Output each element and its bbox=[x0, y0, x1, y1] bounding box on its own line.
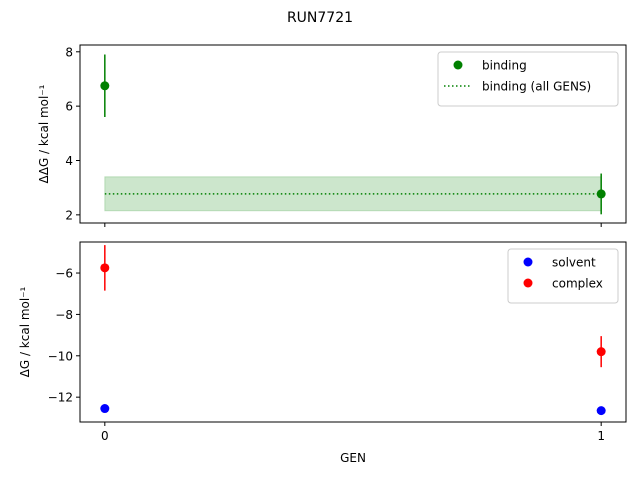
legend-marker bbox=[523, 257, 533, 267]
y-tick-label: 6 bbox=[65, 100, 73, 114]
legend-box bbox=[507, 248, 619, 304]
y-tick-label: −8 bbox=[55, 308, 73, 322]
data-point bbox=[596, 189, 606, 199]
y-tick-label: −10 bbox=[48, 349, 73, 363]
legend-box bbox=[437, 51, 619, 107]
data-point bbox=[596, 406, 606, 416]
data-point bbox=[100, 404, 110, 414]
data-point bbox=[596, 347, 606, 357]
data-point bbox=[100, 263, 110, 273]
axes-frame bbox=[79, 241, 627, 423]
x-tick-label: 1 bbox=[597, 429, 605, 443]
legend-marker bbox=[523, 278, 533, 288]
legend-label: solvent bbox=[552, 256, 596, 270]
legend: binding binding (all GENS) bbox=[437, 51, 619, 107]
y-tick-label: 8 bbox=[65, 45, 73, 59]
legend-label: binding (all GENS) bbox=[482, 80, 591, 94]
legend-label: complex bbox=[552, 277, 603, 291]
y-tick-label: −12 bbox=[48, 391, 73, 405]
legend: solvent complex bbox=[507, 248, 619, 304]
x-tick-label: 0 bbox=[101, 429, 109, 443]
axes-frame bbox=[79, 44, 627, 224]
y-tick-label: 2 bbox=[65, 208, 73, 222]
y-tick-label: 4 bbox=[65, 154, 73, 168]
legend-marker bbox=[453, 60, 463, 70]
x-axis-label: GEN bbox=[340, 451, 366, 465]
data-point bbox=[100, 81, 110, 91]
y-axis-label: ΔΔG / kcal mol⁻¹ bbox=[37, 84, 51, 183]
y-tick-label: −6 bbox=[55, 267, 73, 281]
bottom-panel-solvent-complex: −12 −10 −8 −6 0 1 ΔG / kcal mol⁻¹ GEN solvent com… bbox=[18, 241, 627, 465]
figure-title: RUN7721 bbox=[287, 10, 353, 26]
y-axis-label: ΔG / kcal mol⁻¹ bbox=[18, 286, 32, 377]
legend-label: binding bbox=[482, 59, 527, 73]
